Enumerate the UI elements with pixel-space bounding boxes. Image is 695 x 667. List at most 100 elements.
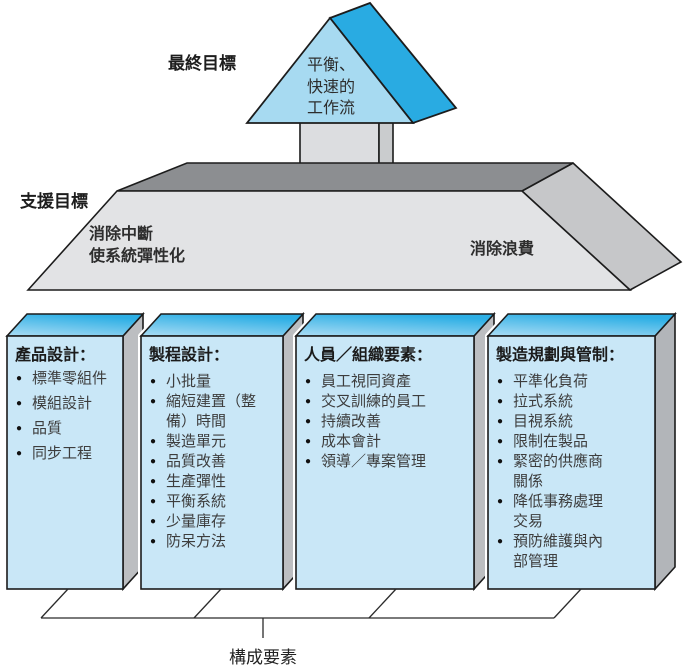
list-item: ●緊密的供應商 關係 [496, 452, 652, 492]
pillar-title: 人員／組織要素： [304, 347, 433, 364]
list-item-text: 拉式系統 [513, 393, 574, 410]
footer-brace [40, 588, 582, 638]
bullet-icon: ● [150, 396, 157, 407]
list-item-text: 領導／專案管理 [321, 453, 427, 470]
roof-front-face [245, 16, 415, 124]
pillar-list: ● 小批量 ● 縮短建置（整 備）時間 ● 製造單元 ● 品質改善 ● 生產彈性 ●平衡系… [149, 372, 280, 552]
list-item: ●標準零組件 [15, 366, 120, 391]
bullet-icon: ● [497, 496, 504, 507]
list-item: ● 小批量 [149, 372, 280, 392]
bullet-icon: ● [497, 456, 504, 467]
list-item-text: 品質改善 [166, 453, 227, 470]
pillar-box-1 [4, 311, 146, 592]
pillar-box-3 [293, 311, 497, 592]
bullet-icon: ● [497, 376, 504, 387]
bullet-icon: ● [150, 456, 157, 467]
pillar-list: ●平準化負荷 ●拉式系統 ●目視系統 ●限制在製品 ●緊密的供應商 關係 ●降低… [496, 372, 652, 572]
pillar-personnel-organization: 人員／組織要素： ●員工視同資產 ● 交叉訓練的員工 ● 持續改善 ● 成本會計 ● 領… [296, 336, 474, 589]
pillar-process-design: 製程設計： ● 小批量 ● 縮短建置（整 備）時間 ● 製造單元 ● 品質改善 ● 生產彈… [141, 336, 283, 589]
bullet-icon: ● [305, 396, 312, 407]
bullet-icon: ● [16, 373, 23, 384]
bullet-icon: ● [150, 376, 157, 387]
bullet-icon: ● [150, 536, 157, 547]
list-item-text: 平準化負荷 [513, 373, 589, 390]
bullet-icon: ● [150, 476, 157, 487]
bullet-icon: ● [497, 536, 504, 547]
chimney-front [299, 121, 380, 165]
list-item-text: 防呆方法 [166, 533, 227, 550]
support-right-text: 消除浪費 [470, 241, 535, 258]
list-item: ●同步工程 [15, 441, 120, 466]
bullet-icon: ● [16, 398, 23, 409]
support-left-text: 消除中斷 使系統彈性化 [89, 226, 186, 265]
bullet-icon: ● [305, 376, 312, 387]
pillar-box-1-front [6, 335, 124, 590]
bullet-icon: ● [150, 516, 157, 527]
pillar-box-4 [485, 311, 678, 592]
bullet-icon: ● [497, 396, 504, 407]
list-item: ● 縮短建置（整 備）時間 [149, 392, 280, 432]
bullet-icon: ● [497, 436, 504, 447]
list-item: ● 製造單元 [149, 432, 280, 452]
pillar-box-2-top [139, 313, 305, 337]
list-item: ● 品質改善 [149, 452, 280, 472]
list-item: ●員工視同資產 [304, 372, 471, 392]
list-item: ●降低事務處理 交易 [496, 492, 652, 532]
list-item-text: 成本會計 [321, 433, 382, 450]
list-item-text: 交叉訓練的員工 [321, 393, 427, 410]
bullet-icon: ● [16, 423, 23, 434]
list-item: ●平衡系統 [149, 492, 280, 512]
pillar-box-4-top [486, 313, 677, 337]
final-goal-label: 最終目標 [168, 54, 236, 73]
list-item: ● 平準化負荷 [496, 372, 652, 392]
list-item: ● 目視系統 [496, 412, 652, 432]
bullet-icon: ● [305, 416, 312, 427]
list-item-text: 生產彈性 [166, 473, 227, 490]
brace-diagonal-3 [368, 588, 397, 619]
bullet-icon: ● [150, 496, 157, 507]
list-item-text: 縮短建置（整 備）時間 [166, 393, 257, 430]
list-item: ● 交叉訓練的員工 [304, 392, 471, 412]
pillar-manufacturing-planning-control: 製造規劃與管制： ●平準化負荷 ●拉式系統 ●目視系統 ●限制在製品 ●緊密的供… [488, 336, 655, 589]
bullet-icon: ● [150, 436, 157, 447]
list-item: ●模組設計 [15, 391, 120, 416]
pillar-box-4-front [487, 335, 656, 590]
pillar-box-4-side [654, 311, 676, 592]
list-item-text: 品質 [32, 420, 63, 437]
pillar-list: ●標準零組件 ●模組設計 ● 品質 ●同步工程 [15, 366, 120, 466]
brace-diagonal-1 [40, 588, 69, 619]
pillar-title: 製程設計： [149, 347, 230, 364]
pillar-title: 產品設計： [15, 347, 96, 364]
list-item-text: 少量庫存 [166, 513, 227, 530]
list-item-text: 製造單元 [166, 433, 227, 450]
list-item-text: 持續改善 [321, 413, 382, 430]
bullet-icon: ● [16, 448, 23, 459]
trapezoid-front-face [26, 190, 633, 291]
pillar-box-3-top [294, 313, 496, 337]
list-item: ● 少量庫存 [149, 512, 280, 532]
trapezoid-top-face [116, 162, 574, 192]
pillar-box-1-top [5, 313, 145, 337]
list-item-text: 目視系統 [513, 413, 574, 430]
list-item: ● 領導／專案管理 [304, 452, 471, 472]
chimney-side [378, 121, 394, 165]
brace-diagonal-4 [553, 588, 582, 619]
brace-diagonal-2 [193, 588, 222, 619]
bullet-icon: ● [305, 436, 312, 447]
bullet-icon: ● [305, 456, 312, 467]
list-item-text: 小批量 [166, 373, 212, 390]
bullet-icon: ● [497, 416, 504, 427]
list-item: ● 品質 [15, 416, 120, 441]
list-item: ● 持續改善 [304, 412, 471, 432]
building-blocks-label: 構成要素 [229, 648, 297, 667]
list-item: ● 拉式系統 [496, 392, 652, 412]
pillar-product-design: 產品設計： ●標準零組件 ●模組設計 ● 品質 ●同步工程 [7, 336, 123, 589]
list-item: ● 防呆方法 [149, 532, 280, 552]
list-item: ● 生產彈性 [149, 472, 280, 492]
list-item: ●預防維護與內 部管理 [496, 532, 652, 572]
pillar-box-2-front [140, 335, 284, 590]
support-goal-label: 支援目標 [20, 192, 88, 211]
pillar-list: ●員工視同資產 ● 交叉訓練的員工 ● 持續改善 ● 成本會計 ● 領導／專案管理 [304, 372, 471, 472]
